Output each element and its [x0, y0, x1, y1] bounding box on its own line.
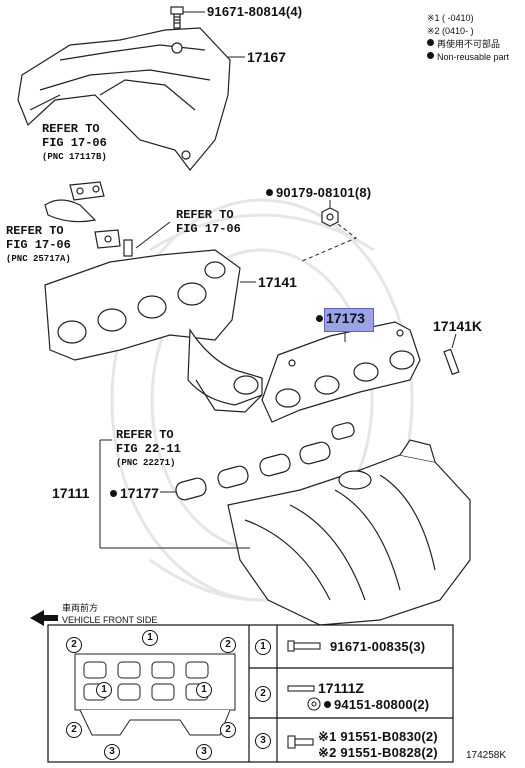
callout-2-bottom-right: 2: [220, 722, 236, 738]
front-direction-arrow: [30, 610, 58, 626]
table-part-17111z: 17111Z: [318, 680, 364, 696]
intake-gasket-17177: [175, 422, 355, 501]
non-reusable-dot-icon: [324, 701, 331, 708]
legend-note-1: ※1 ( -0410): [427, 13, 474, 23]
stud-bolt-17141k: [443, 348, 460, 376]
legend-note-2: ※2 (0410- ): [427, 26, 474, 36]
table-part-91671-00835: 91671-00835(3): [330, 639, 426, 654]
bracket-17117b: [44, 181, 105, 223]
callout-2-bottom-left: 2: [66, 722, 82, 738]
nut-icon-2: [307, 697, 321, 711]
part-label-91671-80814: 91671-80814(4): [207, 4, 303, 19]
fastener-table: [47, 624, 454, 763]
callout-2-left: 2: [66, 637, 82, 653]
non-reusable-dot-icon: [316, 315, 323, 322]
heat-insulator-17167: [17, 27, 231, 171]
table-part-91551-b0828: ※2 91551-B0828(2): [318, 745, 438, 760]
legend-non-reusable-jp: 再使用不可部品: [427, 38, 500, 50]
nut-90179-08101: [321, 207, 339, 227]
callout-3-left: 3: [104, 744, 120, 760]
bolt-icon-3: [287, 735, 314, 749]
part-label-17177: 17177: [110, 485, 159, 501]
dot-icon: [427, 52, 434, 59]
stud-bolt-left: [123, 239, 133, 257]
part-label-17173: 17173: [316, 310, 365, 326]
part-label-17141: 17141: [258, 274, 297, 290]
table-index-3: 3: [255, 733, 271, 749]
non-reusable-dot-icon: [110, 490, 117, 497]
bolt-location-sketch: [74, 653, 236, 736]
part-label-17167: 17167: [247, 49, 286, 65]
part-label-17111: 17111: [52, 485, 90, 501]
bolt-91671-80814: [170, 6, 184, 29]
gasket-17173: [261, 321, 421, 423]
figure-code: 174258K: [466, 750, 507, 761]
part-label-17141k: 17141K: [433, 318, 483, 334]
bolt-icon-1: [287, 640, 321, 652]
table-part-91551-b0830: ※1 91551-B0830(2): [318, 729, 438, 744]
direction-label-en: VEHICLE FRONT SIDE: [62, 615, 158, 625]
table-part-94151-80800: 94151-80800(2): [324, 697, 429, 712]
callout-1-left: 1: [96, 682, 112, 698]
direction-label-jp: 車両前方: [62, 603, 99, 613]
table-index-1: 1: [255, 639, 271, 655]
legend-non-reusable-en: Non-reusable part: [427, 51, 509, 63]
callout-2-right: 2: [220, 637, 236, 653]
highlight-box: [324, 308, 374, 332]
non-reusable-dot-icon: [266, 189, 273, 196]
dot-icon: [427, 39, 434, 46]
callout-1-right: 1: [196, 682, 212, 698]
exhaust-manifold-17141: [44, 249, 263, 413]
part-label-90179-08101: 90179-08101(8): [266, 185, 371, 200]
callout-1-top: 1: [142, 630, 158, 646]
intake-manifold-17111: [227, 439, 471, 626]
table-index-2: 2: [255, 686, 271, 702]
callout-3-right: 3: [196, 744, 212, 760]
stud-icon-2: [287, 685, 315, 692]
bracket-25717a: [94, 229, 121, 249]
